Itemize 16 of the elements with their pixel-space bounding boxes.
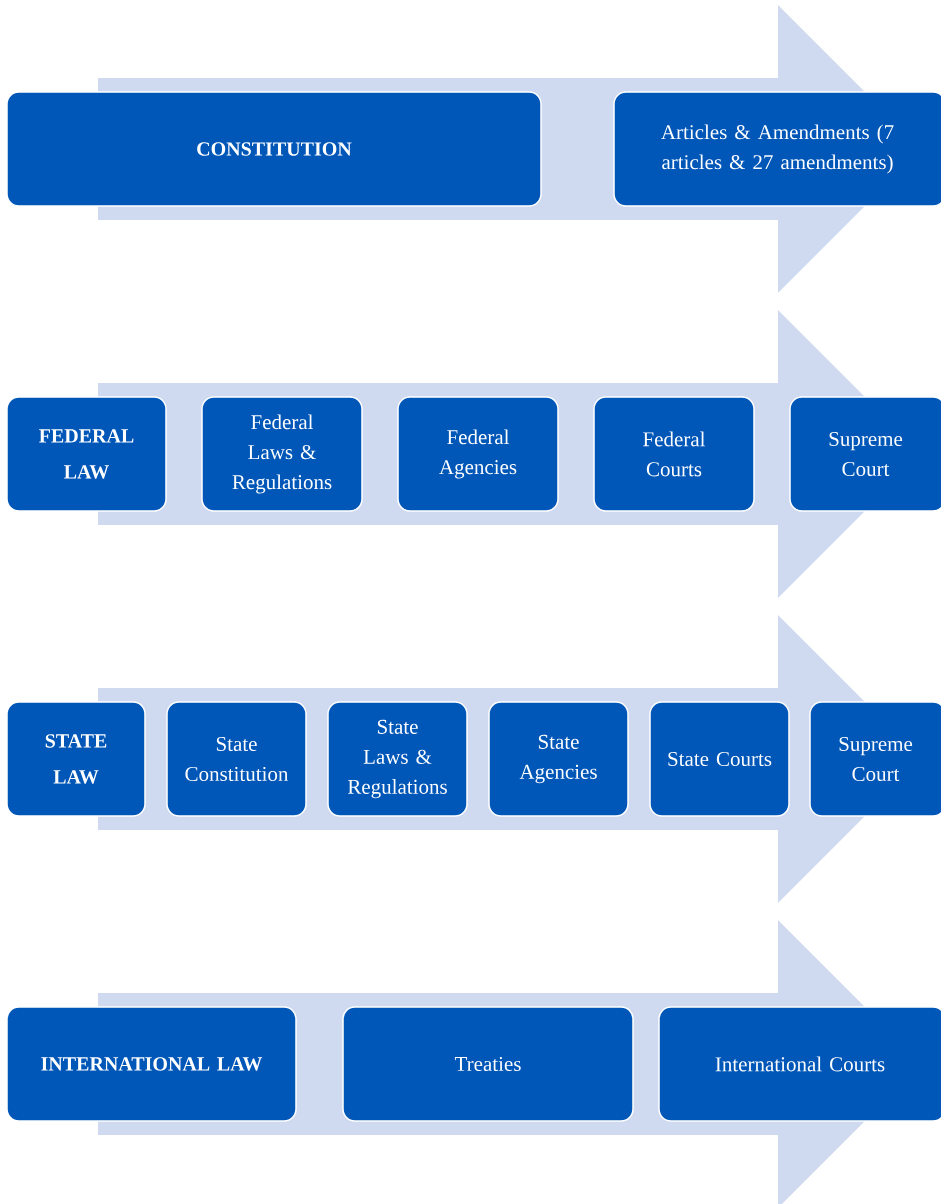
law-box: Federal Laws & Regulations [201, 396, 363, 512]
heading-box: FEDERAL LAW [6, 396, 167, 512]
law-box: Supreme Court [789, 396, 941, 512]
law-box: Federal Courts [593, 396, 755, 512]
heading-box: STATE LAW [6, 701, 146, 817]
law-box: Articles & Amendments (7 articles & 27 amendments) [613, 91, 941, 207]
law-box: International Courts [658, 1006, 941, 1122]
law-box: State Laws & Regulations [327, 701, 468, 817]
law-box: Treaties [342, 1006, 634, 1122]
law-box: Federal Agencies [397, 396, 559, 512]
law-box: State Agencies [488, 701, 629, 817]
law-box: State Courts [649, 701, 790, 817]
heading-box: CONSTITUTION [6, 91, 542, 207]
law-box: State Constitution [166, 701, 307, 817]
heading-box: INTERNATIONAL LAW [6, 1006, 297, 1122]
law-box: Supreme Court [809, 701, 941, 817]
